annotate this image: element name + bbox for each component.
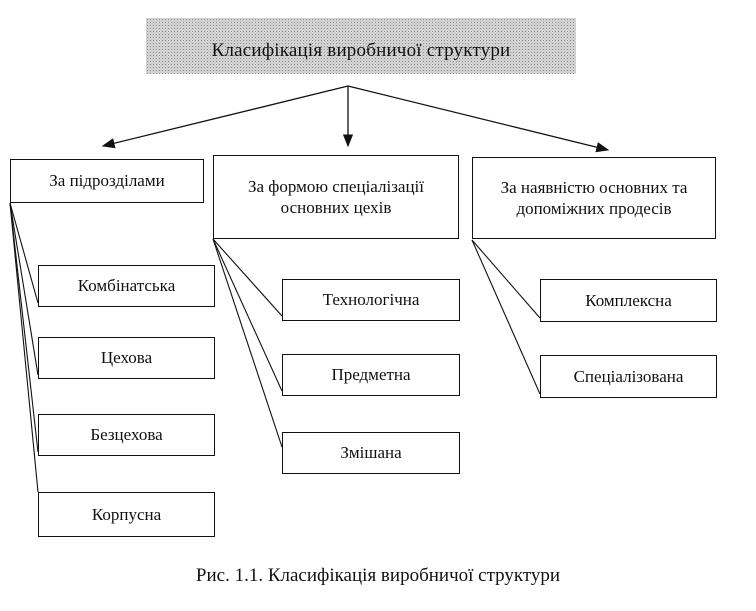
link-cat2-item1 — [212, 238, 283, 317]
item-beztsekhova: Безцехова — [38, 414, 215, 456]
link-cat1-item1 — [9, 202, 39, 304]
item-label: Комбінатська — [77, 276, 176, 296]
item-label: Технологічна — [322, 290, 420, 310]
figure-caption: Рис. 1.1. Класифікація виробничої структ… — [195, 565, 561, 586]
item-tsekhova: Цехова — [38, 337, 215, 379]
arrow-to-category-1 — [101, 85, 349, 149]
category-by-specialization-form: За формою спеціалізації основних цехів — [213, 155, 459, 239]
link-cat1-item3 — [9, 202, 39, 453]
item-label: Комплексна — [585, 290, 672, 310]
link-cat3-item2 — [471, 239, 541, 395]
item-korpusna: Корпусна — [38, 492, 215, 537]
item-tekhnolohichna: Технологічна — [282, 279, 460, 321]
link-cat2-item2 — [212, 238, 283, 392]
category-by-subdivisions: За підрозділами — [10, 159, 204, 203]
link-cat1-item4 — [9, 202, 39, 493]
item-label: Спеціалізована — [573, 366, 684, 386]
link-cat2-item3 — [212, 238, 283, 448]
item-predmetna: Предметна — [282, 354, 460, 396]
arrow-to-category-3 — [347, 85, 610, 153]
category-label: За формою спеціалізації основних цехів — [248, 176, 424, 217]
link-cat1-item2 — [9, 202, 39, 376]
item-label: Змішана — [340, 443, 402, 463]
item-kompleksna: Комплексна — [540, 279, 717, 322]
item-spetsializovana: Спеціалізована — [540, 355, 717, 398]
category-by-processes: За наявністю основних та допоміжних прод… — [472, 157, 716, 239]
item-label: Корпусна — [91, 504, 162, 524]
diagram-title-banner: Класифікація виробничої структури — [146, 18, 576, 74]
category-label: За підрозділами — [49, 171, 165, 191]
item-zmishana: Змішана — [282, 432, 460, 474]
item-label: Цехова — [100, 348, 153, 368]
item-label: Безцехова — [90, 425, 163, 445]
category-label: За наявністю основних та допоміжних прод… — [500, 177, 688, 218]
item-kombinatska: Комбінатська — [38, 265, 215, 307]
diagram-title: Класифікація виробничої структури — [211, 40, 511, 61]
link-cat3-item1 — [471, 239, 541, 319]
item-label: Предметна — [331, 365, 411, 385]
